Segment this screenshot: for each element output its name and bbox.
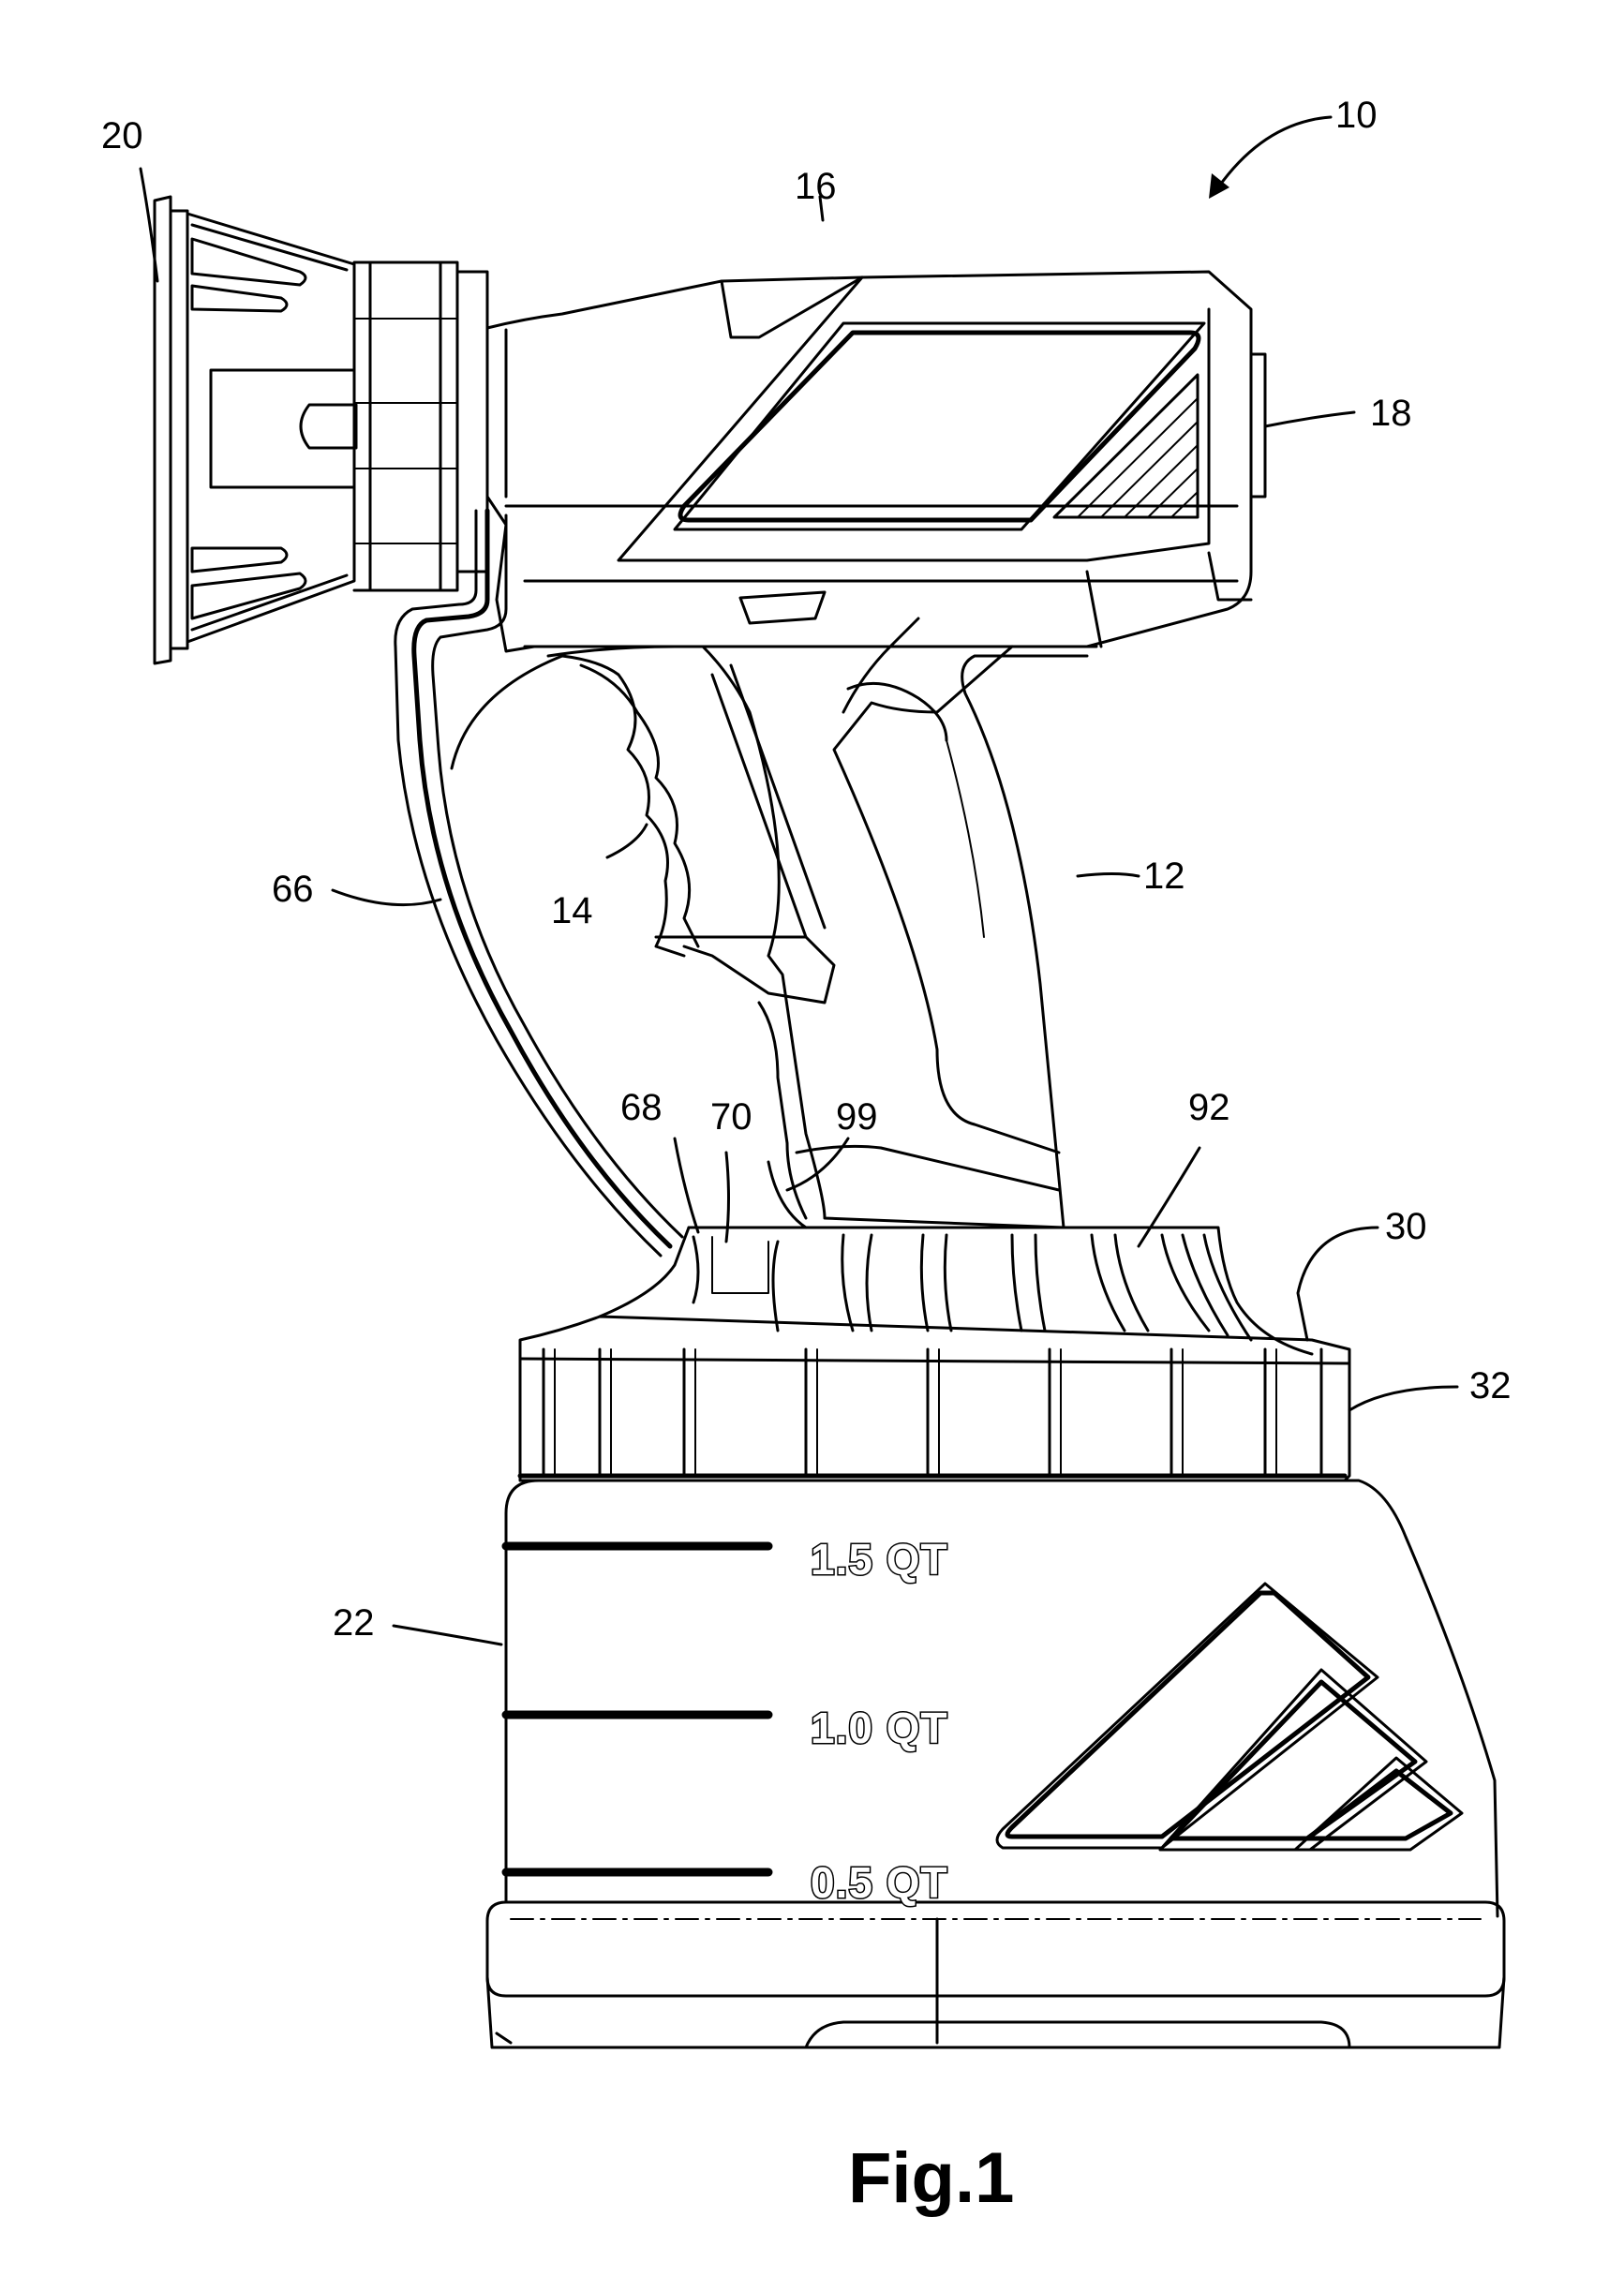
gauge-label-1-5: 1.5 QT: [811, 1535, 948, 1584]
ref-92: 92: [1188, 1087, 1230, 1128]
gun-housing-top: [487, 272, 1265, 651]
siphon-tube: [395, 511, 682, 1256]
ref-66: 66: [272, 869, 314, 910]
container-lid: [520, 1317, 1349, 1481]
ref-20: 20: [101, 115, 143, 156]
ref-99: 99: [836, 1096, 878, 1138]
ref-14: 14: [551, 890, 593, 931]
ref-12: 12: [1143, 856, 1185, 897]
gauge-label-1-0: 1.0 QT: [811, 1704, 948, 1752]
ref-22: 22: [333, 1602, 375, 1644]
paint-container: [487, 1481, 1504, 2047]
ref-70: 70: [710, 1096, 752, 1138]
handle: [548, 618, 1087, 1228]
ref-68: 68: [620, 1087, 663, 1128]
figure-caption: Fig.1: [848, 2138, 1014, 2218]
spray-nozzle: [155, 197, 487, 663]
leader-lines: [141, 117, 1457, 1644]
ref-10: 10: [1335, 95, 1378, 136]
gauge-label-0-5: 0.5 QT: [811, 1858, 948, 1907]
ref-32: 32: [1469, 1365, 1512, 1406]
ref-18: 18: [1370, 393, 1412, 434]
ref-16: 16: [795, 166, 837, 207]
ref-30: 30: [1385, 1206, 1427, 1247]
